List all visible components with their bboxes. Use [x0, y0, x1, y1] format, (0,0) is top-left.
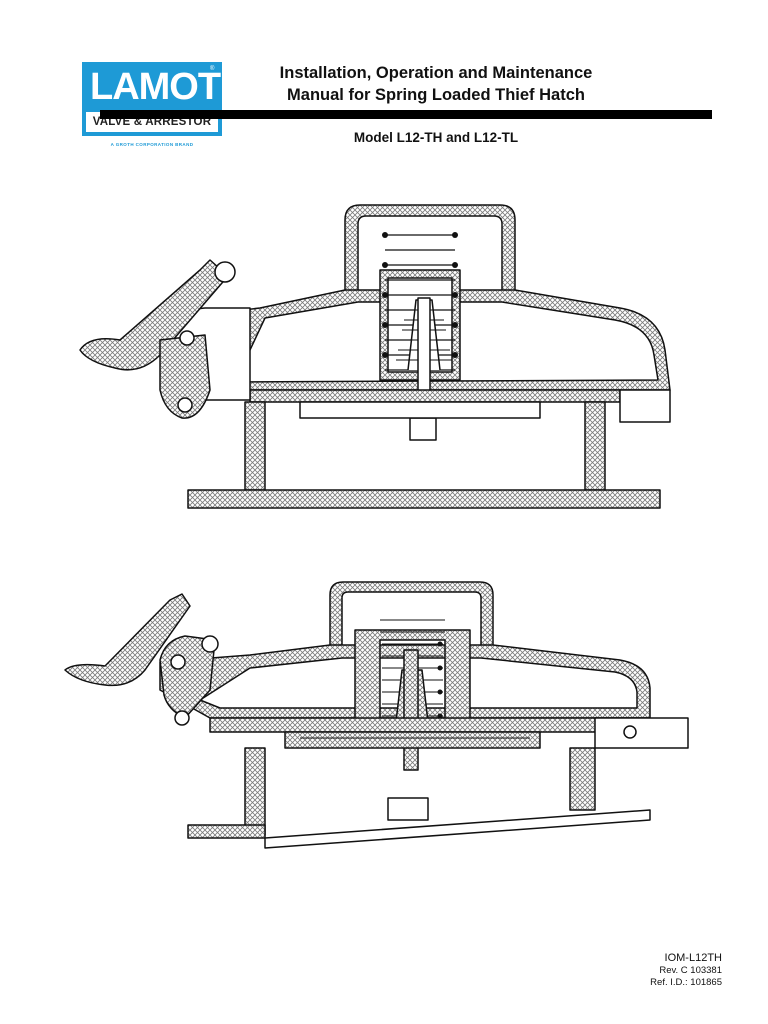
revision: Rev. C 103381: [659, 965, 722, 976]
model-heading: Model L12-TH and L12-TL: [353, 130, 519, 145]
lamot-logo: LAMOT ® VALVE & ARRESTOR A GROTH CORPORA…: [82, 62, 222, 158]
registered-mark: ®: [210, 66, 215, 72]
title-line-2: Manual for Spring Loaded Thief Hatch: [287, 86, 585, 104]
logo-tagline: A GROTH CORPORATION BRAND: [110, 142, 194, 147]
header-rule: [100, 110, 712, 119]
logo-subtitle: VALVE & ARRESTOR: [92, 116, 212, 128]
document-code: IOM-L12TH: [664, 952, 722, 964]
thief-hatch-cross-section-outline-icon: [79, 204, 671, 509]
document-title: Installation, Operation and Maintenance …: [236, 62, 636, 106]
title-line-1: Installation, Operation and Maintenance: [279, 64, 593, 82]
thief-hatch-cross-section-open-icon: [64, 581, 689, 849]
document-info: IOM-L12TH Rev. C 103381 Ref. I.D.: 10186…: [650, 951, 722, 989]
logo-brand: LAMOT: [90, 66, 221, 108]
reference-id: Ref. I.D.: 101865: [650, 977, 722, 988]
